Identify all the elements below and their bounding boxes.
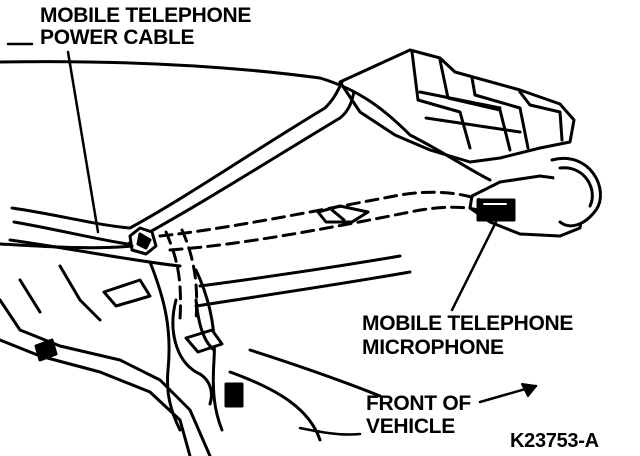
headliner-fold-2 bbox=[18, 278, 42, 314]
pillar-trim-edge-2 bbox=[194, 270, 412, 308]
door-panel-lower bbox=[0, 338, 192, 456]
console-ridge-2 bbox=[438, 58, 512, 152]
console-housing bbox=[338, 48, 576, 164]
dash-line-2 bbox=[248, 348, 382, 398]
microphone-label-line1: MOBILE TELEPHONE bbox=[362, 312, 574, 335]
console-ridge-3 bbox=[470, 76, 530, 150]
a-pillar bbox=[148, 260, 182, 432]
headliner-fold bbox=[58, 264, 102, 322]
cable-dashed-pillar bbox=[164, 230, 182, 322]
figure-code: K23753-A bbox=[510, 430, 599, 452]
cable-dashed-pillar-2 bbox=[180, 228, 199, 324]
leader-microphone bbox=[450, 220, 498, 312]
trim-tab bbox=[34, 338, 58, 362]
front-of-vehicle-label-line1: FRONT OF bbox=[366, 392, 471, 415]
power-cable-label-line2: POWER CABLE bbox=[40, 26, 195, 49]
leader-power-cable bbox=[66, 50, 100, 234]
console-rib bbox=[418, 90, 502, 110]
dash-vent bbox=[224, 382, 244, 408]
header-edge bbox=[8, 238, 182, 268]
windshield-frame-inner bbox=[12, 90, 356, 246]
mirror-disc-inner bbox=[558, 166, 594, 208]
power-cable-label-line1: MOBILE TELEPHONE bbox=[40, 4, 252, 27]
console-ridge-1 bbox=[410, 50, 472, 150]
microphone-label-line2: MICROPHONE bbox=[362, 336, 504, 359]
console-rib-2 bbox=[424, 116, 522, 134]
mirror-disc bbox=[550, 156, 602, 228]
cable-dashed-upper bbox=[158, 190, 482, 238]
windshield-frame bbox=[10, 80, 344, 230]
pillar-cable-loop-2 bbox=[194, 298, 216, 352]
pillar-trim-edge bbox=[198, 254, 402, 288]
console-ridge-4 bbox=[518, 90, 564, 142]
cable-entry-plug bbox=[136, 232, 152, 250]
a-pillar-inner bbox=[194, 268, 224, 432]
leader-front bbox=[298, 426, 362, 436]
sun-visor-pad bbox=[102, 278, 152, 308]
front-of-vehicle-label-line2: VEHICLE bbox=[366, 415, 455, 438]
cable-solid bbox=[0, 242, 134, 250]
headliner-clip-detail bbox=[330, 208, 346, 222]
pillar-cable-loop bbox=[171, 298, 213, 406]
door-panel bbox=[0, 298, 212, 456]
cable-dashed-lower bbox=[168, 205, 480, 252]
front-arrow-head bbox=[521, 383, 537, 397]
